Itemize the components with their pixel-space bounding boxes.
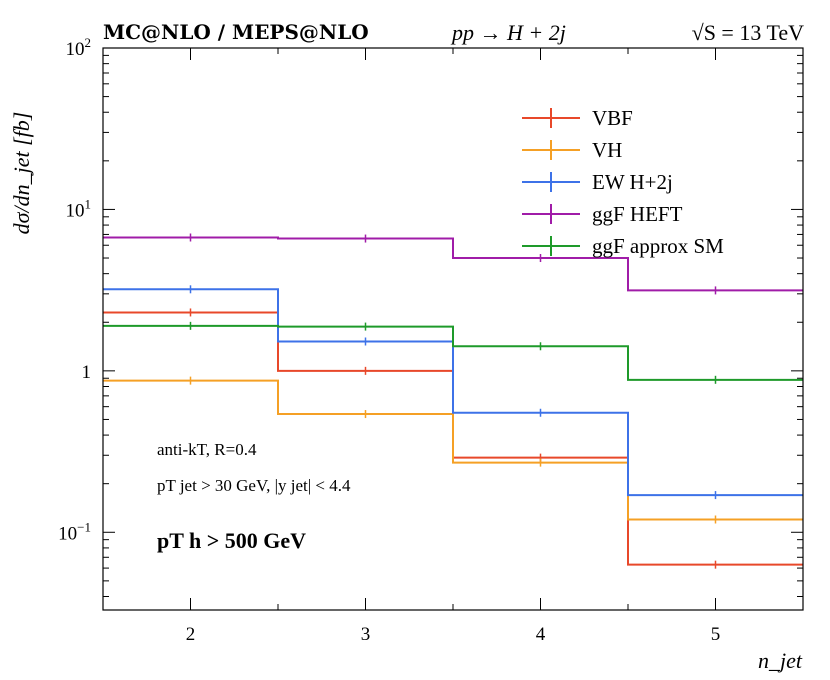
tick-labels: 2 3 4 5 10−1 1 101 102 [58, 35, 720, 645]
jet-algorithm-annotation: anti-kT, R=0.4 [157, 440, 257, 459]
legend-label: VBF [592, 105, 633, 130]
legend: VBF VH EW H+2j ggF HEFT ggF approx SM [522, 102, 724, 262]
y-tick-label-text: 1 [82, 362, 92, 383]
y-tick-label-text: 102 [66, 35, 92, 60]
process-label: pp → H + 2j [452, 20, 566, 45]
energy-label: √S = 13 TeV [691, 20, 804, 45]
jet-cuts-annotation: pT jet > 30 GeV, |y jet| < 4.4 [157, 476, 351, 495]
legend-item: ggF approx SM [522, 230, 724, 262]
plot-frame [102, 47, 804, 611]
legend-swatch [522, 204, 580, 224]
series-line-vh [103, 379, 803, 521]
y-tick-label: 10−1 [58, 519, 91, 544]
legend-label: VH [592, 137, 623, 162]
legend-item: ggF HEFT [522, 198, 724, 230]
y-tick-label: 101 [66, 196, 92, 221]
x-tick-label: 3 [361, 624, 371, 645]
series-line-ggf-approx-sm [103, 324, 803, 381]
legend-swatch [522, 108, 580, 128]
higgs-pt-cut-annotation: pT h > 500 GeV [157, 528, 307, 553]
x-tick-label: 2 [186, 624, 196, 645]
x-tick-label: 4 [536, 624, 546, 645]
legend-label: ggF HEFT [592, 201, 683, 226]
generator-label: MC@NLO / MEPS@NLO [103, 20, 369, 44]
x-tick-label: 5 [711, 624, 721, 645]
legend-swatch [522, 172, 580, 192]
series-line-ggf-heft [103, 236, 803, 292]
x-axis-label: n_jet [758, 648, 802, 673]
legend-label: ggF approx SM [592, 233, 724, 258]
legend-item: EW H+2j [522, 166, 724, 198]
y-tick-label: 102 [66, 35, 92, 60]
legend-swatch [522, 140, 580, 160]
y-axis-label: dσ/dn_jet [fb] [9, 111, 34, 235]
series-line-ew-h-2j [103, 288, 803, 497]
legend-item: VBF [522, 102, 724, 134]
y-tick-label-text: 101 [66, 196, 92, 221]
axis-ticks [102, 47, 804, 610]
y-tick-label-text: 10−1 [58, 519, 91, 544]
legend-label: EW H+2j [592, 169, 673, 194]
y-tick-label: 1 [82, 362, 92, 383]
legend-swatch [522, 236, 580, 256]
legend-item: VH [522, 134, 724, 166]
series-layer [103, 233, 803, 569]
